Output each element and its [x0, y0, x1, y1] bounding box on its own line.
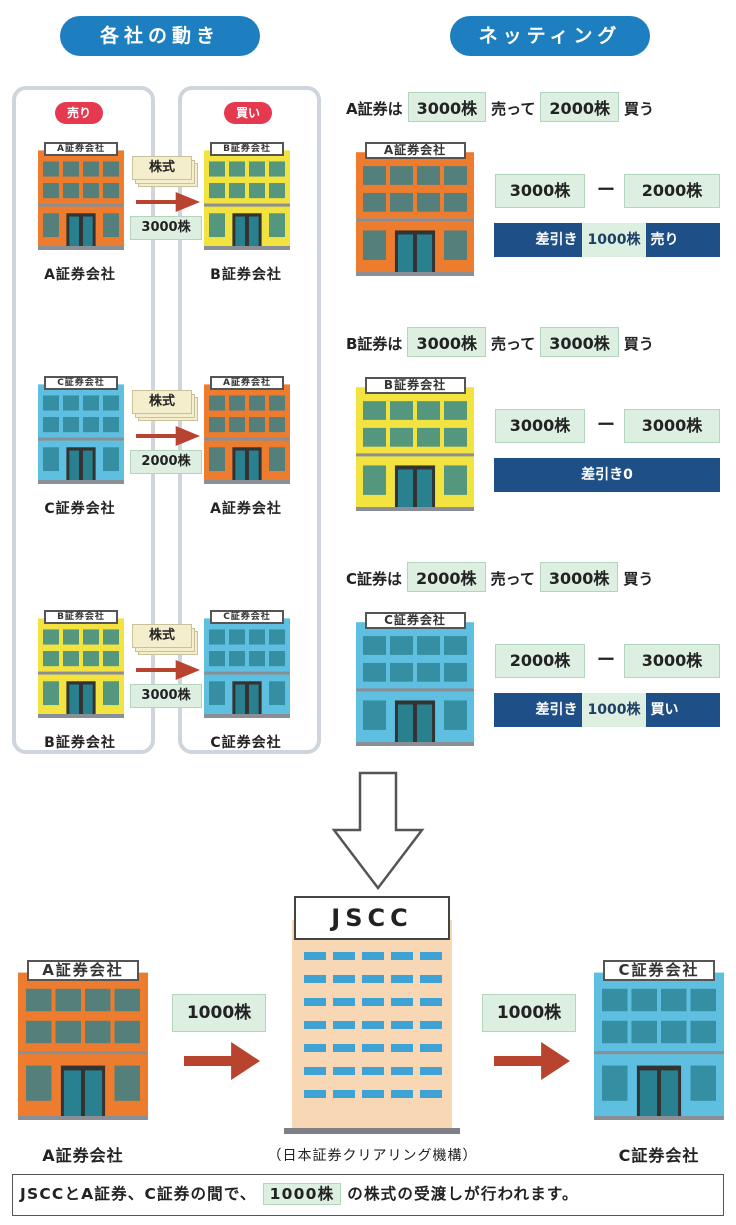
building-sign: A証券会社 — [27, 960, 139, 981]
qty-label: 3000株 — [130, 684, 202, 708]
rhs-qty: 3000株 — [624, 409, 720, 443]
statement-buy-qty: 3000株 — [539, 562, 619, 592]
caption-box — [12, 1174, 724, 1216]
stock-paper-label: 株式 — [132, 390, 192, 414]
building-sign: B証券会社 — [44, 610, 118, 624]
statement-buy-qty: 3000株 — [540, 327, 619, 357]
result-pre: 差引き — [535, 232, 578, 248]
building-sign: C証券会社 — [603, 960, 715, 981]
stock-paper-stack: 株式 — [132, 156, 198, 187]
building-sign: A証券会社 — [364, 142, 466, 159]
minus-sign: ー — [597, 650, 615, 671]
jscc-sign: JSCC — [294, 896, 450, 940]
lhs-qty: 3000株 — [495, 174, 585, 208]
building-to-0: B証券会社 — [204, 142, 290, 250]
lhs-qty: 3000株 — [495, 409, 585, 443]
building-sign: A証券会社 — [210, 376, 284, 390]
building-sign: C証券会社 — [44, 376, 118, 390]
stock-paper-label: 株式 — [132, 156, 192, 180]
statement-sell-word: 売って — [490, 335, 536, 353]
building-sign: C証券会社 — [210, 610, 284, 624]
statement-sell-qty: 3000株 — [407, 92, 487, 122]
arrow-to-c-icon — [494, 1042, 570, 1080]
net-result: 差引き0 — [494, 458, 720, 492]
building-name-to: C証券会社 — [210, 735, 282, 751]
building-from-1: C証券会社 — [38, 376, 124, 484]
result-qty: 1000株 — [581, 223, 647, 257]
minus-sign: ー — [597, 180, 615, 201]
building-sign: C証券会社 — [364, 612, 466, 629]
bottom-right-name: C証券会社 — [618, 1146, 700, 1165]
building-sign: B証券会社 — [364, 377, 466, 394]
result-post: 買い — [650, 702, 679, 718]
building-net-2: C証券会社 — [356, 612, 474, 746]
building-from-2: B証券会社 — [38, 610, 124, 718]
statement-buy-qty: 2000株 — [540, 92, 619, 122]
sell-tag: 売り — [55, 102, 103, 124]
statement-sell-word: 売って — [490, 570, 535, 588]
caption-pre: JSCCとA証券、C証券の間で、 — [20, 1185, 257, 1203]
statement-buy-word: 買う — [623, 335, 654, 353]
minus-sign: ー — [597, 415, 615, 436]
building-name-from: C証券会社 — [44, 501, 116, 517]
right-transfer-qty: 1000株 — [482, 994, 576, 1032]
rhs-qty: 3000株 — [624, 644, 720, 678]
building-sign: A証券会社 — [44, 142, 118, 156]
qty-label: 3000株 — [130, 216, 202, 240]
caption-post: の株式の受渡しが行われます。 — [347, 1185, 579, 1203]
statement-buy-word: 買う — [623, 570, 654, 588]
left-transfer-qty: 1000株 — [172, 994, 266, 1032]
statement-sell-word: 売って — [491, 100, 536, 118]
statement-who: B証券は — [346, 335, 403, 353]
lhs-qty: 2000株 — [495, 644, 585, 678]
building-name-from: A証券会社 — [44, 267, 116, 283]
down-arrow-icon — [331, 771, 425, 891]
caption-text: JSCCとA証券、C証券の間で、 1000株の株式の受渡しが行われます。 — [20, 1180, 720, 1208]
result-pre: 差引き0 — [581, 467, 633, 483]
building-bottom-c: C証券会社 — [594, 960, 724, 1120]
transfer-arrow-icon — [136, 426, 200, 446]
building-name-from: B証券会社 — [44, 735, 116, 751]
building-bottom-a: A証券会社 — [18, 960, 148, 1120]
stock-paper-stack: 株式 — [132, 624, 198, 655]
jscc-building: JSCC — [282, 890, 462, 1135]
transfer-arrow-icon — [136, 192, 200, 212]
buy-tag: 買い — [224, 102, 272, 124]
transfer-arrow-icon — [136, 660, 200, 680]
result-post: 売り — [650, 232, 679, 248]
building-sign: B証券会社 — [210, 142, 284, 156]
building-name-to: A証券会社 — [210, 501, 282, 517]
statement-buy-word: 買う — [623, 100, 654, 118]
stock-paper-stack: 株式 — [132, 390, 198, 421]
statement-who: C証券は — [346, 570, 403, 588]
building-to-1: A証券会社 — [204, 376, 290, 484]
arrow-to-jscc-icon — [184, 1042, 260, 1080]
result-pre: 差引き — [535, 702, 578, 718]
stock-paper-label: 株式 — [132, 624, 192, 648]
building-net-1: B証券会社 — [356, 377, 474, 511]
qty-label: 2000株 — [130, 450, 202, 474]
statement-who: A証券は — [346, 100, 403, 118]
statement-sell-qty: 2000株 — [407, 562, 486, 592]
header-right-pill: ネッティング — [450, 16, 650, 56]
building-to-2: C証券会社 — [204, 610, 290, 718]
jscc-name: （日本証券クリアリング機構） — [267, 1148, 478, 1164]
building-from-0: A証券会社 — [38, 142, 124, 250]
building-name-to: B証券会社 — [210, 267, 282, 283]
result-qty: 1000株 — [581, 693, 647, 727]
rhs-qty: 2000株 — [624, 174, 720, 208]
caption-qty: 1000株 — [262, 1183, 342, 1205]
statement-sell-qty: 3000株 — [407, 327, 486, 357]
header-left-pill: 各社の動き — [60, 16, 260, 56]
bottom-left-name: A証券会社 — [42, 1146, 124, 1165]
building-net-0: A証券会社 — [356, 142, 474, 276]
